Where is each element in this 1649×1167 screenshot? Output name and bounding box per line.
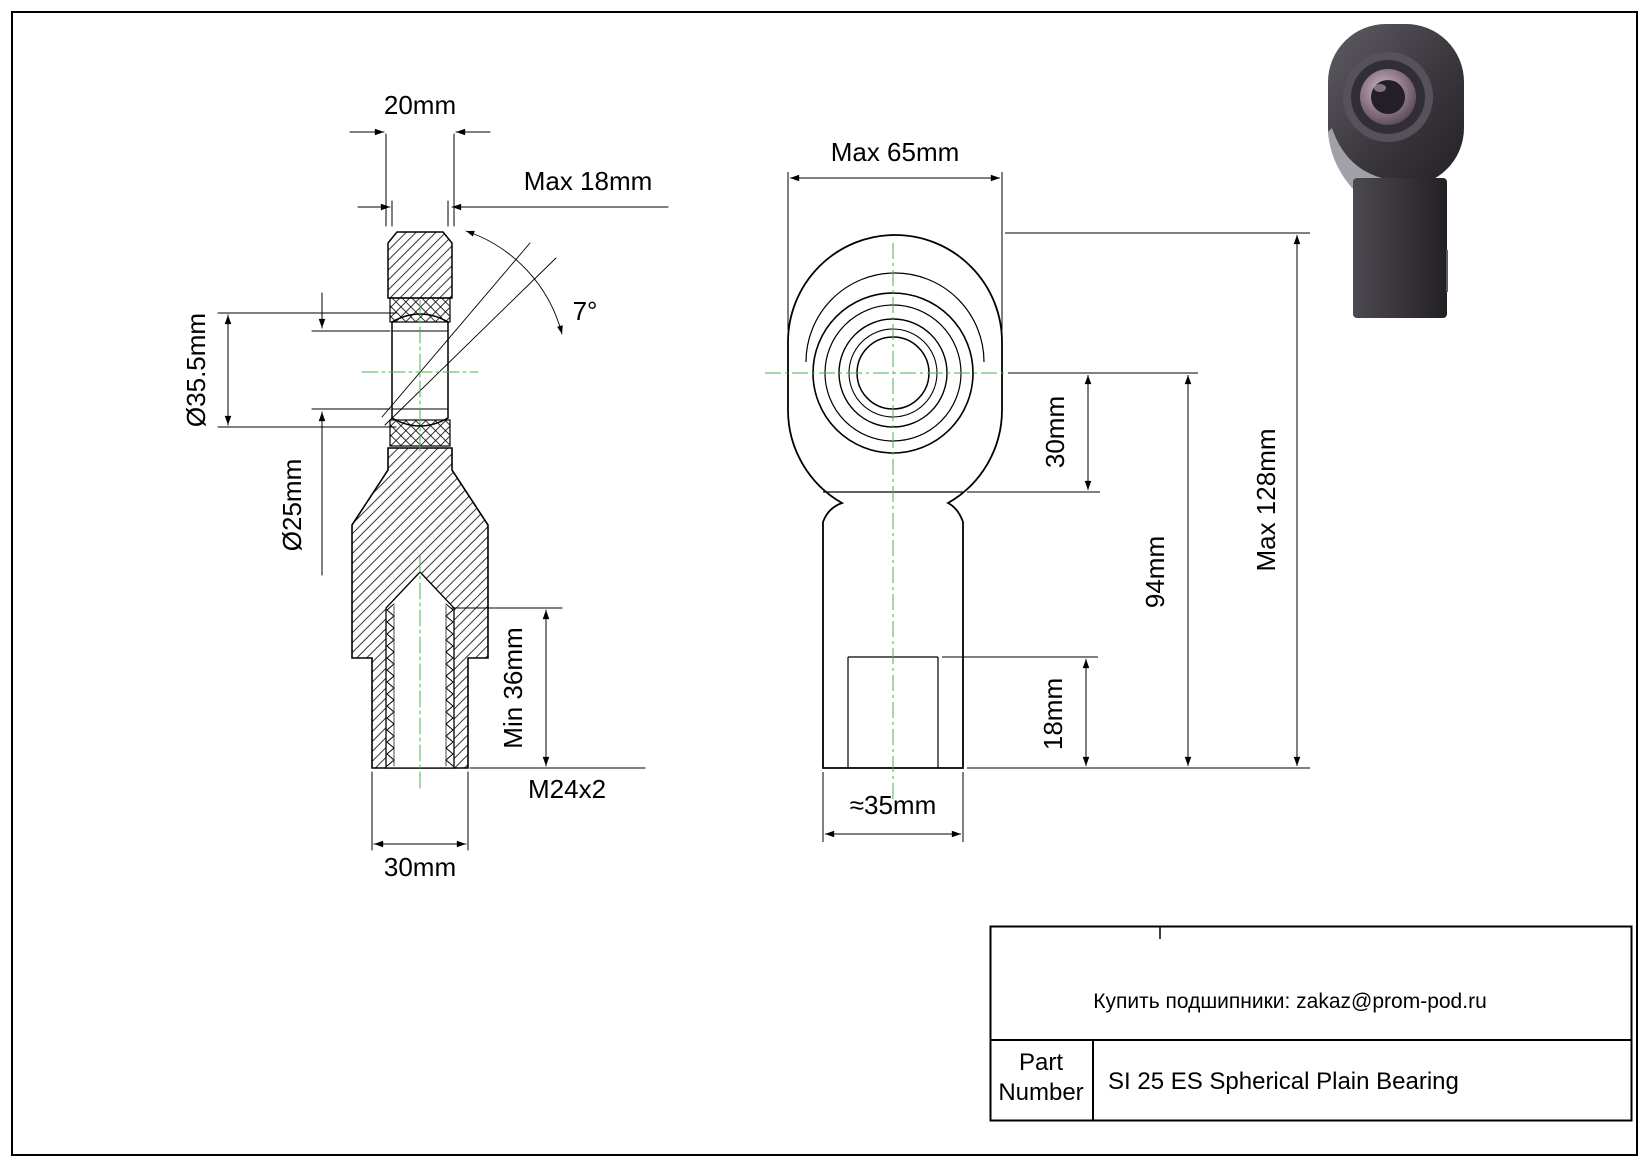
part-number-label-line2: Number (998, 1079, 1083, 1106)
front-outline (787, 234, 1003, 769)
part-number-value: SI 25 ES Spherical Plain Bearing (1108, 1068, 1459, 1095)
front-head-chamfer-arc (805, 272, 985, 363)
front-dim-30 (967, 372, 1198, 493)
front-dim-128 (1005, 232, 1310, 766)
front-dim-128-label: Max 128mm (1251, 428, 1281, 571)
side-tilt-lines (381, 230, 563, 426)
front-centerlines (765, 243, 1022, 800)
front-dim-65 (787, 172, 1003, 330)
front-view: Max 65mm ≈35mm 30mm 94mm Max 128mm (765, 137, 1310, 842)
side-dim-d355 (217, 312, 397, 428)
side-thread-teeth (386, 603, 454, 767)
front-dim-94-label: 94mm (1140, 536, 1170, 608)
title-block-frame (989, 925, 1633, 1122)
title-block: Купить подшипники: zakaz@prom-pod.ru Par… (989, 925, 1633, 1122)
front-dim-18-label: 18mm (1038, 678, 1068, 750)
front-dim-35 (822, 772, 964, 842)
side-dim-angle-label: 7° (573, 296, 598, 326)
side-centerlines (361, 299, 479, 789)
side-dim-max18-label: Max 18mm (524, 166, 653, 196)
side-thread-spec-label: M24x2 (528, 774, 606, 804)
side-dim-30mm (371, 771, 469, 851)
drawing-border (11, 11, 1638, 1156)
side-dim-d25 (311, 292, 391, 576)
side-view: 20mm Max 18mm 7° Ø35.5mm Ø25mm (181, 90, 669, 882)
side-dim-20mm (349, 128, 491, 227)
product-photo (1328, 24, 1464, 318)
side-dim-min36-label: Min 36mm (498, 627, 528, 748)
side-dim-min36 (451, 607, 646, 769)
side-dim-d355-label: Ø35.5mm (181, 313, 211, 427)
part-number-label-line1: Part (1019, 1049, 1063, 1076)
contact-text: Купить подшипники: zakaz@prom-pod.ru (1093, 990, 1487, 1013)
photo-shank (1353, 178, 1447, 318)
photo-bore-glint (1374, 84, 1386, 92)
side-dim-d25-label: Ø25mm (277, 459, 307, 551)
side-head-cap (387, 231, 453, 299)
side-dim-20mm-label: 20mm (384, 90, 456, 120)
front-dim-18 (942, 656, 1098, 766)
front-dim-94 (967, 375, 1310, 769)
front-dim-30-label: 30mm (1040, 396, 1070, 468)
side-dim-max18 (357, 200, 669, 227)
front-dim-35-label: ≈35mm (850, 790, 937, 820)
front-dim-65-label: Max 65mm (831, 137, 960, 167)
side-dim-30mm-label: 30mm (384, 852, 456, 882)
